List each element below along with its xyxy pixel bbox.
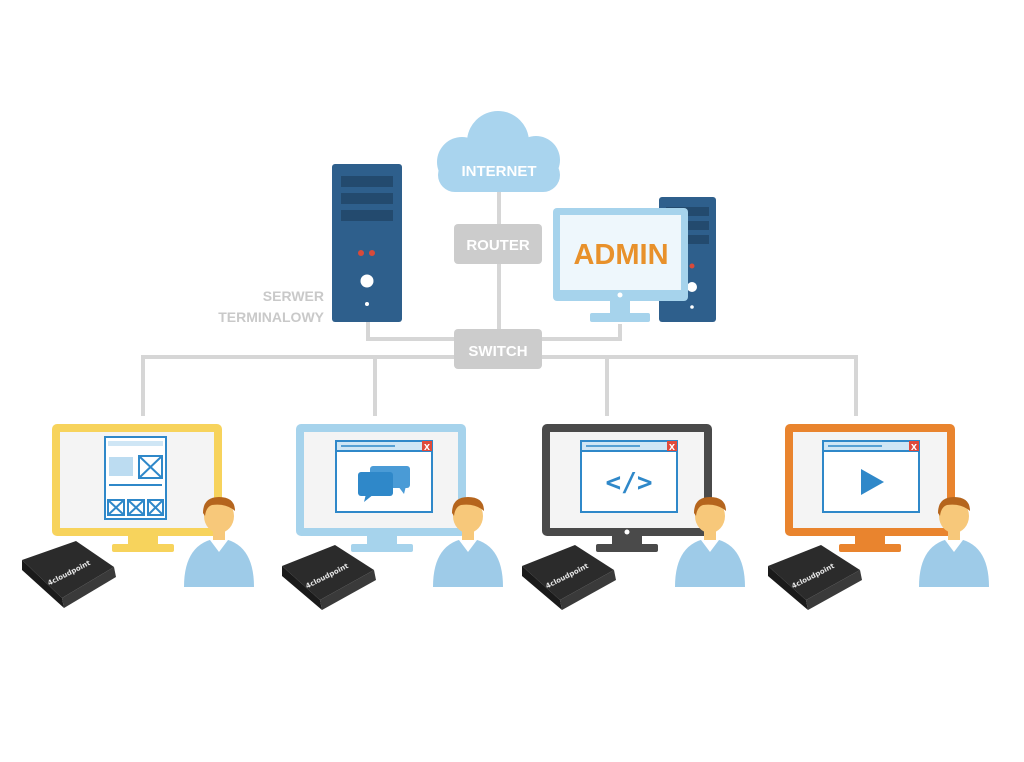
workstation-2: X 4cloudpoint [282, 424, 503, 610]
person-icon [184, 497, 254, 587]
switch-node: SWITCH [454, 329, 542, 369]
close-icon [909, 441, 919, 451]
person-icon [919, 497, 989, 587]
person-icon [433, 497, 503, 587]
terminal-server: SERWER TERMINALOWY [218, 164, 402, 325]
close-icon [422, 441, 432, 451]
router-node: ROUTER [454, 224, 542, 264]
admin-workstation: ADMIN [553, 197, 716, 322]
switch-box [454, 329, 542, 369]
app-window: X [822, 440, 920, 513]
internet-label: INTERNET [462, 163, 537, 180]
router-box [454, 224, 542, 264]
thin-client-device: 4cloudpoint [282, 545, 376, 610]
thin-client-device: 4cloudpoint [768, 545, 862, 610]
play-icon [861, 469, 884, 495]
line-admin-switch [542, 324, 622, 341]
server-tower-icon [332, 164, 402, 322]
close-glyph: X [669, 443, 676, 452]
server-label-line1: SERWER [263, 288, 324, 304]
admin-label: ADMIN [573, 239, 668, 271]
server-label-line2: TERMINALOWY [218, 309, 324, 325]
app-window: X [580, 440, 678, 513]
router-label: ROUTER [466, 237, 530, 254]
cloud-icon [437, 111, 560, 192]
thin-client-device: 4cloudpoint [522, 545, 616, 610]
workstation-3: X </> 4cloudpoint [522, 424, 745, 610]
switch-label: SWITCH [468, 343, 527, 360]
admin-monitor-icon [553, 208, 688, 322]
close-glyph: X [911, 443, 918, 452]
wireframe-icon [104, 436, 167, 520]
workstation-1: 4cloudpoint [22, 424, 254, 608]
close-glyph: X [424, 443, 431, 452]
internet-cloud: INTERNET [437, 111, 560, 192]
thin-client-device: 4cloudpoint [22, 541, 116, 608]
line-server-switch [366, 318, 456, 341]
chat-bubbles-icon [358, 466, 410, 502]
close-icon [667, 441, 677, 451]
person-icon [675, 497, 745, 587]
workstation-4: X 4cloudpoint [768, 424, 989, 610]
app-window: X [335, 440, 433, 513]
code-icon: </> [606, 468, 653, 498]
